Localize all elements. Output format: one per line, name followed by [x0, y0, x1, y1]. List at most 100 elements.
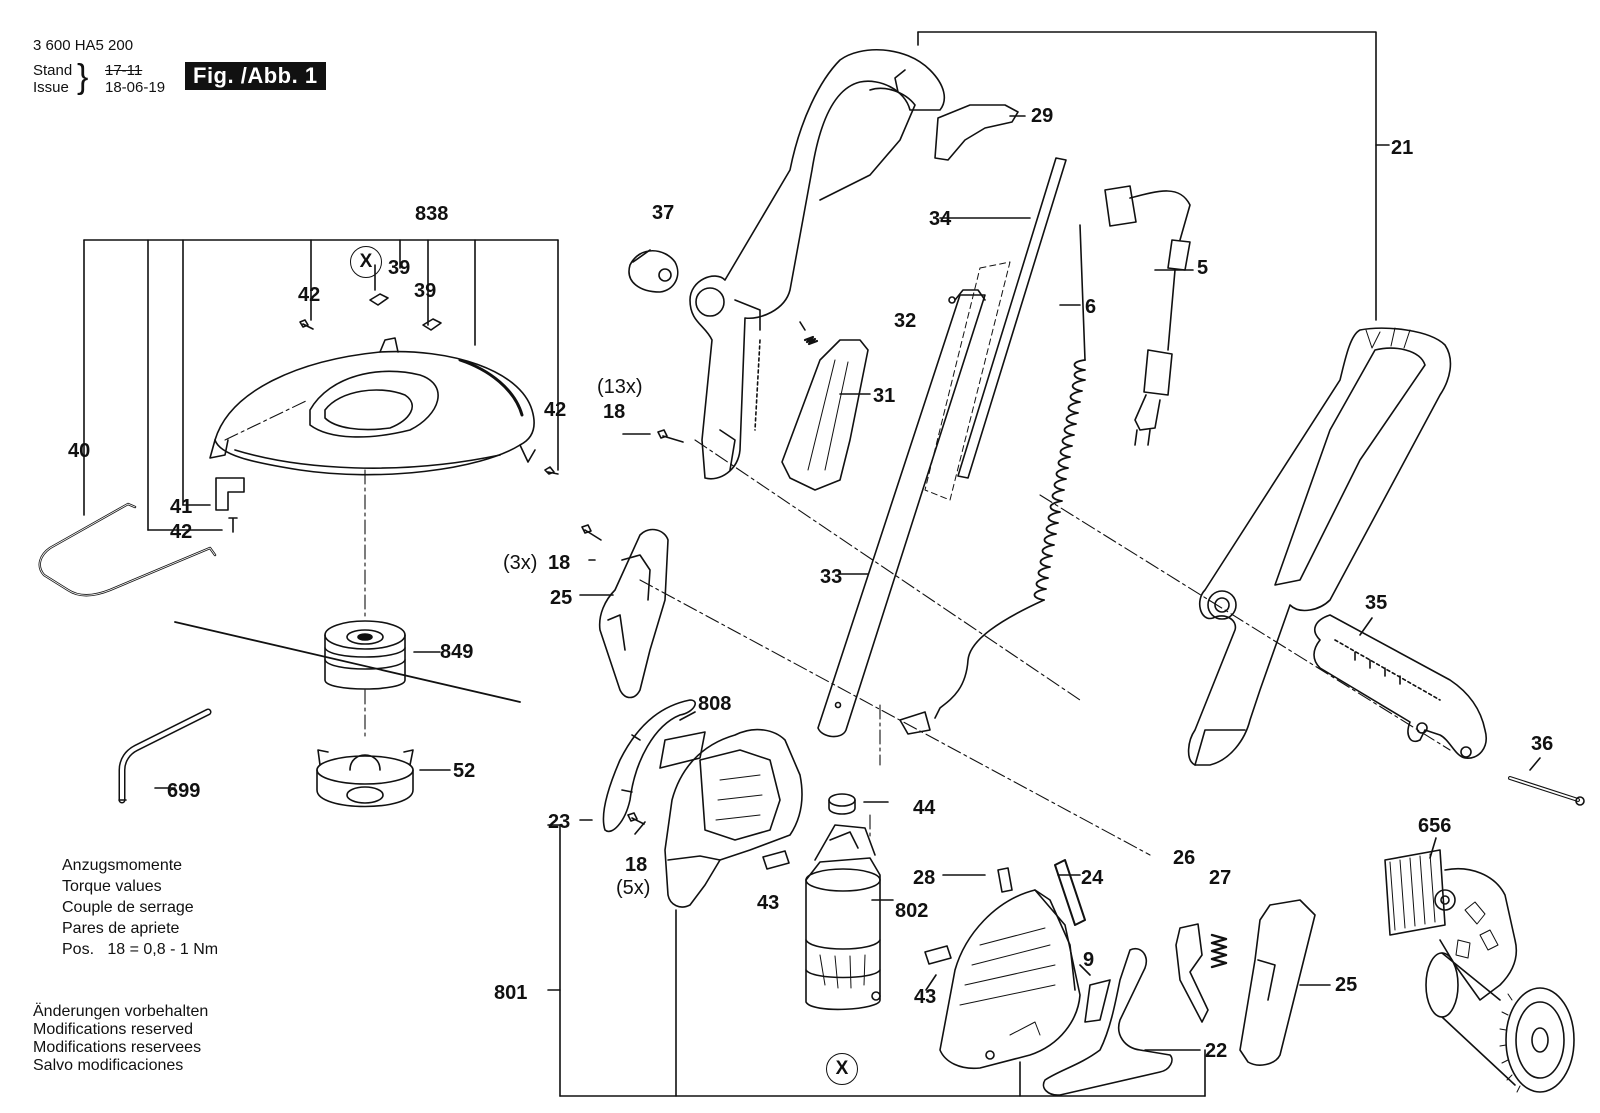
hex-key-699: [118, 708, 212, 804]
change-line: Änderungen vorbehalten: [33, 1003, 209, 1020]
part-label-24: 24: [1081, 867, 1104, 889]
stand-label: Stand: [33, 62, 73, 79]
change-line: Modifications reserved: [33, 1021, 194, 1038]
grip-35: [1313, 614, 1487, 759]
strip-24: [1054, 859, 1086, 926]
part-label-808: 808: [698, 693, 732, 715]
tube-33: [817, 289, 986, 738]
part-label-18: 18: [603, 401, 626, 423]
torque-pos-line: Pos. 18 = 0,8 - 1 Nm: [62, 939, 218, 960]
change-line: Salvo modificaciones: [33, 1057, 184, 1074]
torque-line: Pares de apriete: [62, 920, 180, 937]
cover-25-front: [598, 528, 669, 699]
part-label-40: 40: [68, 440, 91, 462]
part-label-33: 33: [820, 566, 843, 588]
part-label-29: 29: [1031, 105, 1054, 127]
cap-44: [828, 793, 856, 815]
part-label-23: 23: [548, 811, 571, 833]
motor-housing: [664, 728, 803, 908]
issue-date: 18-06-19: [105, 79, 166, 96]
part-label-36: 36: [1531, 733, 1554, 755]
part-label-838: 838: [415, 203, 449, 225]
part-label-25: 25: [550, 587, 573, 609]
issue-label: Issue: [33, 79, 69, 96]
spring-27: [1210, 933, 1228, 969]
change-notes: Änderungen vorbehalten Modifications res…: [33, 1003, 208, 1075]
figure-label: Fig. /Abb. 1: [185, 62, 326, 90]
part-label-699: 699: [167, 780, 201, 802]
part-label-43: 43: [757, 892, 780, 914]
torque-line: Torque values: [62, 878, 162, 895]
screw-18b: [581, 524, 602, 541]
spring-32: [803, 335, 819, 346]
clips-39: [369, 293, 442, 331]
brace-glyph: }: [77, 58, 89, 96]
part-label-34: 34: [929, 208, 952, 230]
old-date: 17-11: [105, 62, 143, 79]
part-label-42: 42: [544, 399, 567, 421]
torque-line: Anzugsmomente: [62, 857, 183, 874]
part-label-39: 39: [414, 280, 437, 302]
latch-29: [934, 104, 1019, 161]
part-label-18: 18: [548, 552, 571, 574]
quantity-note-13x: (13x): [597, 376, 643, 398]
torque-notes: Anzugsmomente Torque values Couple de se…: [62, 855, 218, 960]
part-label-44: 44: [913, 797, 936, 819]
cover-25-rear: [1239, 899, 1316, 1066]
screw-18c: [627, 812, 645, 825]
assembly-axes: [224, 399, 1451, 856]
pad-43b: [924, 945, 952, 965]
part-label-18: 18: [625, 854, 648, 876]
motor-802: [805, 824, 881, 1011]
part-label-35: 35: [1365, 592, 1388, 614]
pos-label: Pos.: [62, 941, 95, 958]
power-cord-5: [1104, 185, 1191, 446]
part-label-9: 9: [1083, 949, 1095, 971]
bolt-36: [1508, 776, 1585, 806]
torque-line: Couple de serrage: [62, 899, 194, 916]
bracket-41: [215, 477, 245, 511]
dashed-bracket: [924, 261, 1011, 501]
lower-housing-9: [939, 889, 1111, 1070]
part-label-802: 802: [895, 900, 929, 922]
part-label-43: 43: [914, 986, 937, 1008]
part-label-5: 5: [1197, 257, 1209, 279]
marker-x-bottom: X: [826, 1053, 858, 1085]
trigger-31: [781, 339, 869, 491]
rear-handle-21: [1187, 327, 1452, 766]
part-label-42: 42: [170, 521, 193, 543]
quantity-note-3x: (3x): [503, 552, 538, 574]
wheel-assembly-656: [1384, 849, 1575, 1093]
screws-42: [228, 319, 559, 533]
spool-cap-52: [316, 749, 414, 808]
part-label-37: 37: [652, 202, 675, 224]
part-label-52: 52: [453, 760, 476, 782]
part-label-25: 25: [1335, 974, 1358, 996]
spool-guard-838: [209, 337, 536, 476]
dates: 17-11 18-06-19: [105, 62, 165, 96]
deflector-23: [602, 699, 696, 833]
pin-28: [997, 867, 1013, 893]
stand-issue-block: Stand Issue } 17-11 18-06-19: [33, 60, 165, 96]
coiled-cable-6: [899, 224, 1086, 735]
pos-value: 18 = 0,8 - 1 Nm: [107, 941, 219, 958]
part-label-28: 28: [913, 867, 936, 889]
knob-37: [628, 249, 679, 293]
part-label-31: 31: [873, 385, 896, 407]
part-label-42: 42: [298, 284, 321, 306]
part-label-27: 27: [1209, 867, 1232, 889]
quantity-note-5x: (5x): [616, 877, 651, 899]
clip-26: [1175, 923, 1209, 1023]
part-label-22: 22: [1205, 1040, 1228, 1062]
line-spool-849: [174, 620, 521, 703]
document-number: 3 600 HA5 200: [33, 37, 134, 54]
screw-18a: [657, 429, 684, 443]
part-label-656: 656: [1418, 815, 1452, 837]
leader-lines: [83, 31, 1541, 1097]
part-label-41: 41: [170, 496, 193, 518]
handle-housing: [689, 48, 946, 480]
part-label-849: 849: [440, 641, 474, 663]
marker-x-top: X: [350, 246, 382, 278]
label-808: [659, 731, 706, 769]
